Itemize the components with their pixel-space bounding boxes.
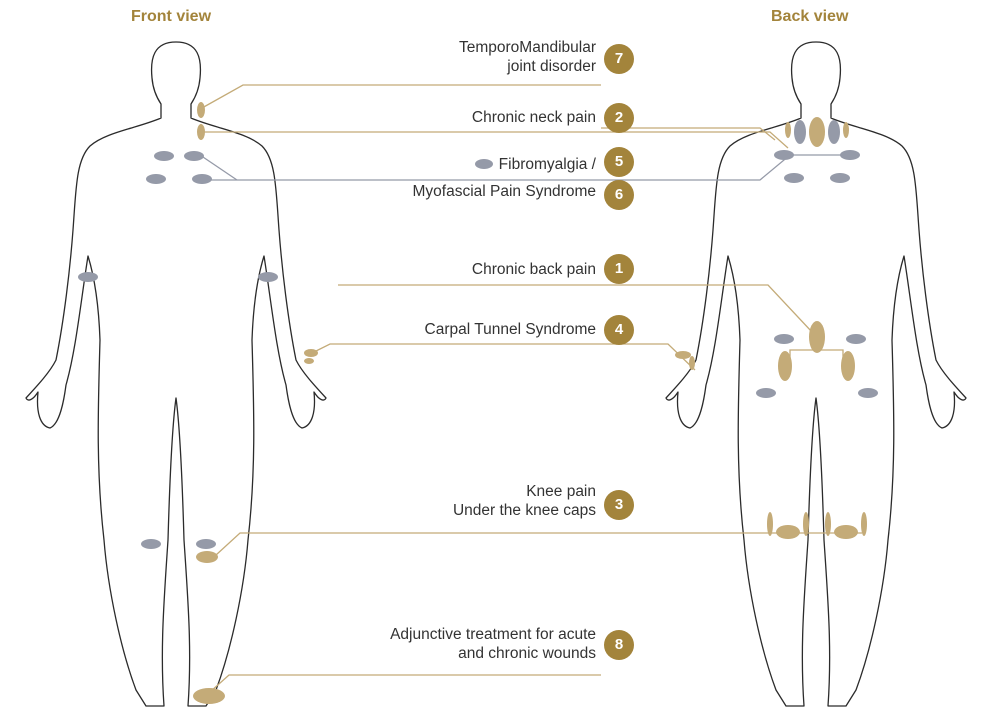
front-markers (78, 102, 318, 704)
back-marker-gray (774, 150, 794, 160)
condition-label-3: Knee pain Under the knee caps (453, 482, 596, 520)
back-marker-neck-side (843, 122, 849, 138)
back-marker-gray (858, 388, 878, 398)
badge-8: 8 (604, 630, 634, 660)
back-view-title: Back view (771, 8, 848, 26)
front-marker-gray (196, 539, 216, 549)
back-marker-gray (784, 173, 804, 183)
front-marker-gray (154, 151, 174, 161)
connector-line-4 (310, 344, 695, 370)
back-marker-knee-side (825, 512, 831, 536)
back-marker-gray (840, 150, 860, 160)
condition-label-5: Fibromyalgia / (475, 155, 596, 174)
connector-line-2-back (601, 132, 788, 148)
front-marker-knee (196, 551, 218, 563)
back-marker-wrist (689, 356, 695, 370)
back-marker-hip (841, 351, 855, 381)
condition-label-7: TemporoMandibular joint disorder (459, 38, 596, 76)
back-marker-knee-side (803, 512, 809, 536)
condition-label-8: Adjunctive treatment for acute and chron… (390, 625, 596, 663)
back-marker-lower-back (809, 321, 825, 353)
back-marker-gray (774, 334, 794, 344)
condition-label-6: Myofascial Pain Syndrome (413, 182, 597, 201)
back-marker-hip (778, 351, 792, 381)
connector-line-3 (216, 533, 862, 555)
back-marker-wrist (675, 351, 691, 359)
front-marker-wrist (304, 349, 318, 357)
front-body-figure (26, 42, 326, 706)
front-marker-gray (258, 272, 278, 282)
front-marker-gray (78, 272, 98, 282)
back-marker-gray (828, 120, 840, 144)
condition-label-4: Carpal Tunnel Syndrome (425, 320, 596, 339)
back-marker-knee-side (861, 512, 867, 536)
front-marker-foot (193, 688, 225, 704)
gray-point-legend-icon (475, 159, 493, 169)
badge-1: 1 (604, 254, 634, 284)
badge-4: 4 (604, 315, 634, 345)
badge-2: 2 (604, 103, 634, 133)
front-marker-tmj (197, 102, 205, 118)
badge-6: 6 (604, 180, 634, 210)
front-marker-gray (192, 174, 212, 184)
connector-line-8 (210, 675, 601, 692)
front-marker-gray (146, 174, 166, 184)
front-marker-neck (197, 124, 205, 140)
condition-label-2: Chronic neck pain (472, 108, 596, 127)
condition-label-1: Chronic back pain (472, 260, 596, 279)
front-view-title: Front view (131, 8, 211, 26)
front-marker-gray (141, 539, 161, 549)
back-marker-gray (756, 388, 776, 398)
back-marker-knee (776, 525, 800, 539)
badge-5: 5 (604, 147, 634, 177)
connector-line-7 (202, 85, 601, 108)
badge-3: 3 (604, 490, 634, 520)
back-marker-knee (834, 525, 858, 539)
front-marker-gray (184, 151, 204, 161)
back-marker-gray (830, 173, 850, 183)
back-marker-gray (794, 120, 806, 144)
badge-7: 7 (604, 44, 634, 74)
front-marker-wrist (304, 358, 314, 364)
back-marker-gray (846, 334, 866, 344)
back-marker-neck-side (785, 122, 791, 138)
back-marker-knee-side (767, 512, 773, 536)
back-marker-neck (809, 117, 825, 147)
